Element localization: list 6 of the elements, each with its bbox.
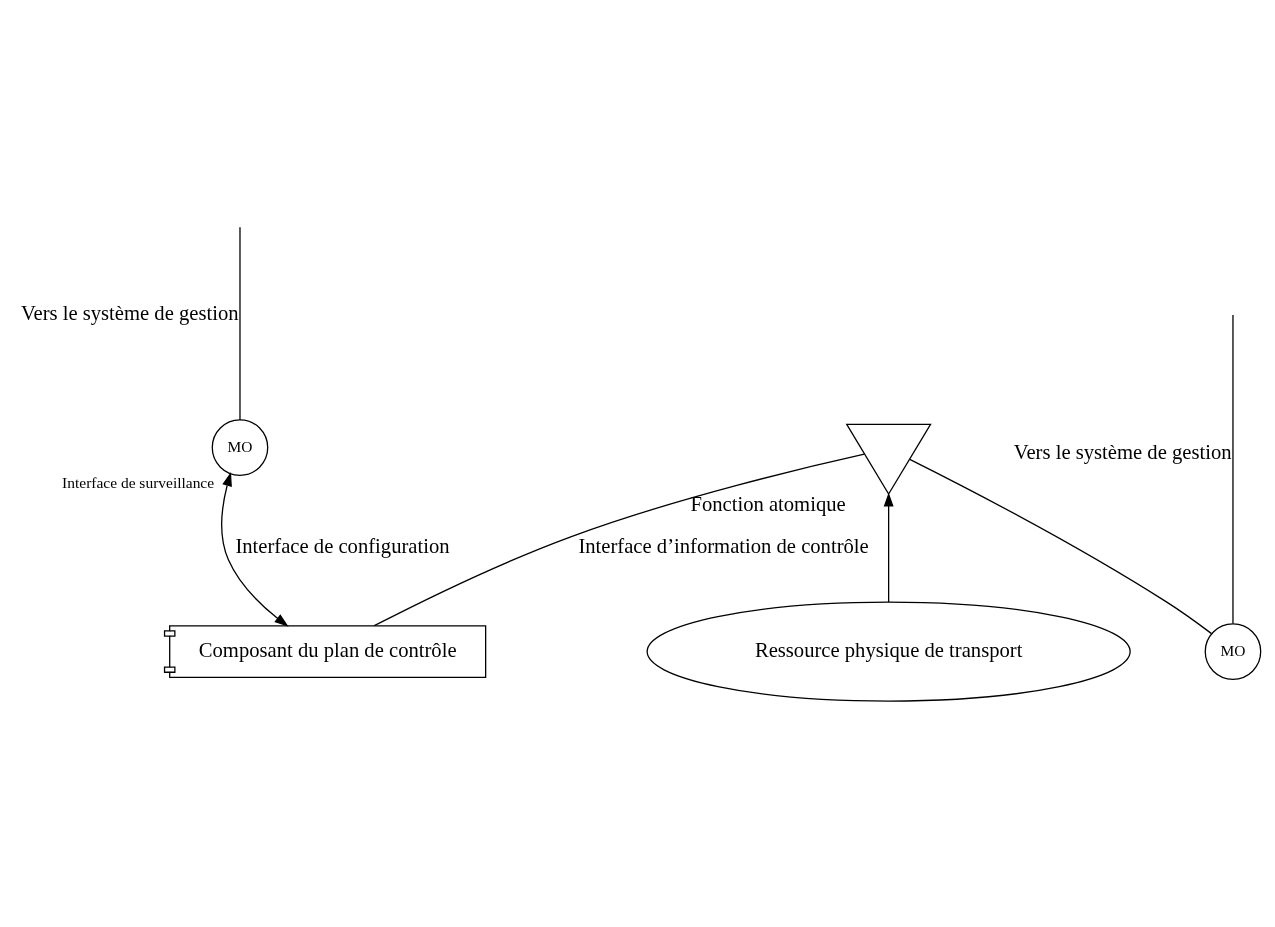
edge-label: Vers le système de gestion bbox=[1013, 440, 1232, 463]
node-label: Interface de surveillance bbox=[62, 473, 215, 491]
edge-label: Interface de configuration bbox=[235, 535, 450, 558]
edge-label: Interface d’information de contrôle bbox=[578, 535, 869, 558]
edge-label: Vers le système de gestion bbox=[20, 302, 239, 325]
node-label: Fonction atomique bbox=[690, 492, 846, 515]
